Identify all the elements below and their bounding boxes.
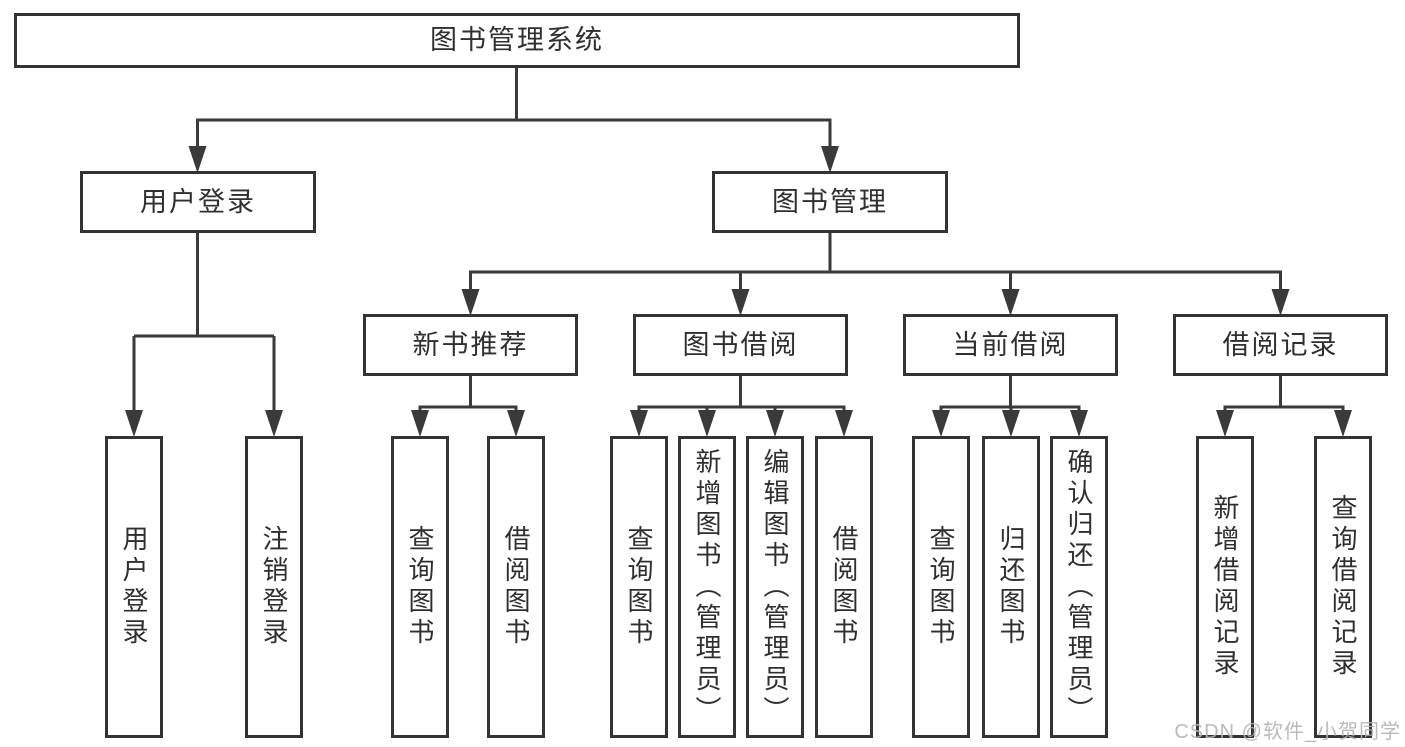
node-leaf-recommend-borrow-books-label: 借阅图书 [501, 525, 531, 649]
node-leaf-current-confirm-return: 确认归还（管理员） [1050, 436, 1108, 738]
node-user-login: 用户登录 [80, 171, 316, 233]
node-leaf-recommend-borrow-books: 借阅图书 [487, 436, 545, 738]
node-leaf-borrow-borrow-books-label: 借阅图书 [829, 525, 859, 649]
node-root: 图书管理系统 [14, 13, 1020, 68]
node-leaf-records-query-record: 查询借阅记录 [1314, 436, 1372, 738]
node-current-borrowing: 当前借阅 [903, 314, 1118, 376]
node-leaf-logout-label: 注销登录 [259, 525, 289, 649]
node-leaf-user-login-label: 用户登录 [119, 525, 149, 649]
node-leaf-borrow-query-books-label: 查询图书 [624, 525, 654, 649]
node-current-borrowing-label: 当前借阅 [952, 329, 1069, 360]
node-borrowing-records-label: 借阅记录 [1222, 329, 1339, 360]
node-leaf-borrow-query-books: 查询图书 [610, 436, 668, 738]
csdn-watermark: CSDN @软件_小贺同学 [1174, 721, 1401, 743]
node-book-management: 图书管理 [712, 171, 948, 233]
node-leaf-records-add-record: 新增借阅记录 [1196, 436, 1254, 738]
node-leaf-borrow-edit-books-label: 编辑图书（管理员） [760, 447, 790, 727]
node-leaf-current-query-books-label: 查询图书 [926, 525, 956, 649]
node-root-label: 图书管理系统 [430, 25, 604, 55]
node-leaf-logout: 注销登录 [245, 436, 303, 738]
node-new-book-recommend: 新书推荐 [363, 314, 578, 376]
node-book-management-label: 图书管理 [772, 186, 888, 217]
node-leaf-records-add-record-label: 新增借阅记录 [1210, 494, 1240, 680]
node-leaf-borrow-add-books: 新增图书（管理员） [678, 436, 736, 738]
node-leaf-recommend-query-books: 查询图书 [391, 436, 449, 738]
node-book-borrowing-label: 图书借阅 [682, 329, 799, 360]
node-leaf-current-return-books-label: 归还图书 [996, 525, 1026, 649]
node-book-borrowing: 图书借阅 [633, 314, 848, 376]
node-leaf-current-confirm-return-label: 确认归还（管理员） [1064, 447, 1094, 727]
node-borrowing-records: 借阅记录 [1173, 314, 1388, 376]
node-leaf-recommend-query-books-label: 查询图书 [405, 525, 435, 649]
node-user-login-label: 用户登录 [140, 186, 256, 217]
node-leaf-current-return-books: 归还图书 [982, 436, 1040, 738]
node-leaf-current-query-books: 查询图书 [912, 436, 970, 738]
node-leaf-borrow-add-books-label: 新增图书（管理员） [692, 447, 722, 727]
node-leaf-borrow-edit-books: 编辑图书（管理员） [746, 436, 804, 738]
node-leaf-records-query-record-label: 查询借阅记录 [1328, 494, 1358, 680]
node-new-book-recommend-label: 新书推荐 [412, 329, 529, 360]
node-leaf-user-login: 用户登录 [105, 436, 163, 738]
node-leaf-borrow-borrow-books: 借阅图书 [815, 436, 873, 738]
